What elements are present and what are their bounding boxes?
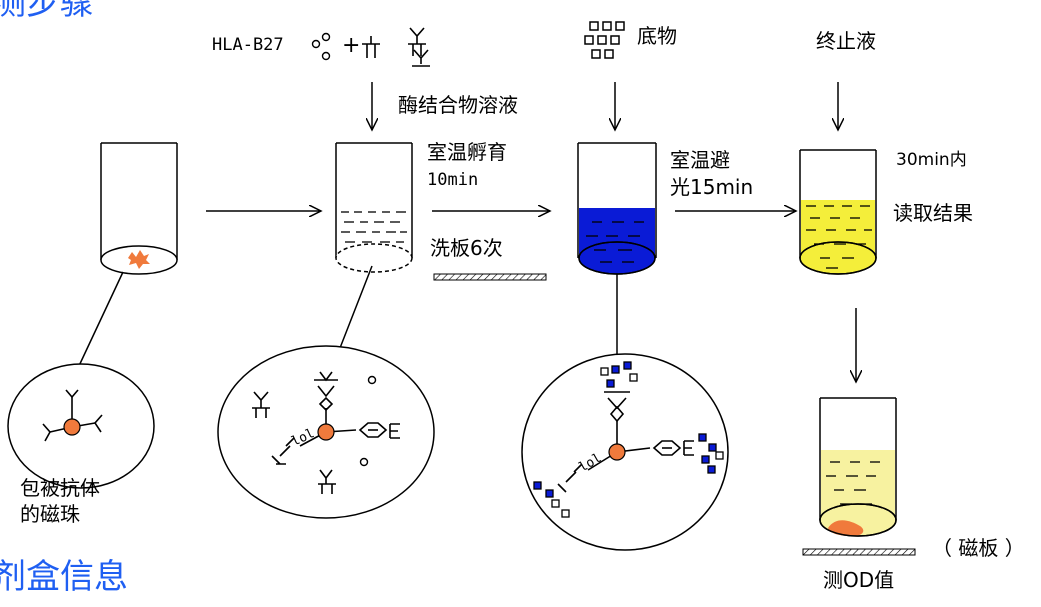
tube-yellow-result [799, 149, 877, 275]
section-heading-steps: 测步骤 [0, 0, 94, 23]
label-wash-plate: 洗板6次 [430, 236, 503, 260]
tube-coated-beads [100, 142, 178, 275]
tube-substrate [577, 142, 657, 275]
enzyme-complex-detail: lol [217, 345, 435, 519]
coated-bead-detail [7, 363, 155, 489]
label-hla-b27: HLA-B27 [212, 35, 284, 55]
tube-od-measure [819, 397, 897, 537]
hla-antigen-icon [311, 32, 331, 61]
antibody-icons [362, 27, 430, 67]
label-dark-incubate: 室温避 [670, 148, 730, 172]
bead-pellet-icon [828, 520, 864, 536]
label-measure-od: 测OD值 [823, 568, 895, 592]
label-coated-beads-2: 的磁珠 [20, 502, 80, 526]
label-enzyme-conjugate: 酶结合物溶液 [398, 93, 518, 117]
magnetic-plate-2 [802, 548, 916, 556]
tube-enzyme-conjugate [335, 142, 413, 273]
label-magnetic-plate: （ 磁板 ） [932, 536, 1025, 560]
magnetic-plate-1 [433, 273, 547, 281]
substrate-complex-detail: lol [521, 353, 729, 551]
substrate-squares-icon [584, 21, 625, 59]
label-dark-incubate-time: 光15min [670, 175, 754, 199]
section-heading-kit-info: 剂盒信息 [0, 557, 128, 597]
label-within-time: 30min内 [896, 150, 967, 170]
label-coated-beads-1: 包被抗体 [20, 476, 100, 500]
label-read-result: 读取结果 [893, 201, 973, 225]
label-incubate: 室温孵育 [427, 140, 507, 164]
label-incubate-time: 10min [427, 170, 479, 190]
label-substrate: 底物 [637, 24, 677, 48]
label-plus: + [342, 33, 361, 58]
label-stop-solution: 终止液 [816, 29, 876, 53]
bead-cluster-icon [128, 250, 150, 269]
